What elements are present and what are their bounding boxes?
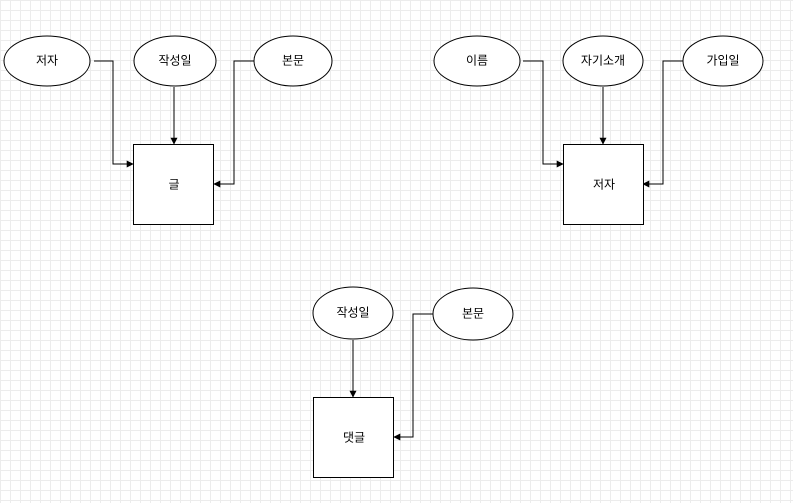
entity-post-label: 글 xyxy=(168,178,179,192)
edge-name-to-author[interactable] xyxy=(523,60,564,168)
post-group: 저자 작성일 본문 글 xyxy=(3,35,333,225)
attribute-comment-body-label: 본문 xyxy=(462,307,484,321)
entity-comment[interactable]: 댓글 xyxy=(313,397,394,478)
edge-joined-to-author[interactable] xyxy=(642,60,683,188)
attribute-created-date[interactable]: 작성일 xyxy=(133,35,217,87)
attribute-name-label: 이름 xyxy=(466,54,488,68)
attribute-joined-date-label: 가입일 xyxy=(706,54,739,68)
entity-author-label: 저자 xyxy=(593,178,615,192)
edge-body-to-comment[interactable] xyxy=(393,313,434,441)
attribute-comment-created-date-label: 작성일 xyxy=(336,306,369,320)
attribute-name[interactable]: 이름 xyxy=(433,35,521,87)
comment-group: 작성일 본문 댓글 xyxy=(312,286,514,478)
attribute-self-intro-label: 자기소개 xyxy=(581,54,625,68)
attribute-author-label: 저자 xyxy=(36,54,58,68)
author-group: 이름 자기소개 가입일 저자 xyxy=(433,35,764,225)
entity-post[interactable]: 글 xyxy=(133,144,214,225)
attribute-self-intro[interactable]: 자기소개 xyxy=(562,35,644,87)
attribute-created-date-label: 작성일 xyxy=(158,54,191,68)
attribute-author[interactable]: 저자 xyxy=(3,35,91,87)
attribute-comment-created-date[interactable]: 작성일 xyxy=(312,286,394,340)
attribute-joined-date[interactable]: 가입일 xyxy=(682,35,764,87)
attribute-body[interactable]: 본문 xyxy=(253,35,333,87)
entity-comment-label: 댓글 xyxy=(343,431,365,445)
entity-author[interactable]: 저자 xyxy=(563,144,644,225)
attribute-body-label: 본문 xyxy=(282,54,304,68)
edge-author-to-post[interactable] xyxy=(94,60,134,168)
edge-body-to-post[interactable] xyxy=(213,60,254,188)
attribute-comment-body[interactable]: 본문 xyxy=(432,287,514,341)
